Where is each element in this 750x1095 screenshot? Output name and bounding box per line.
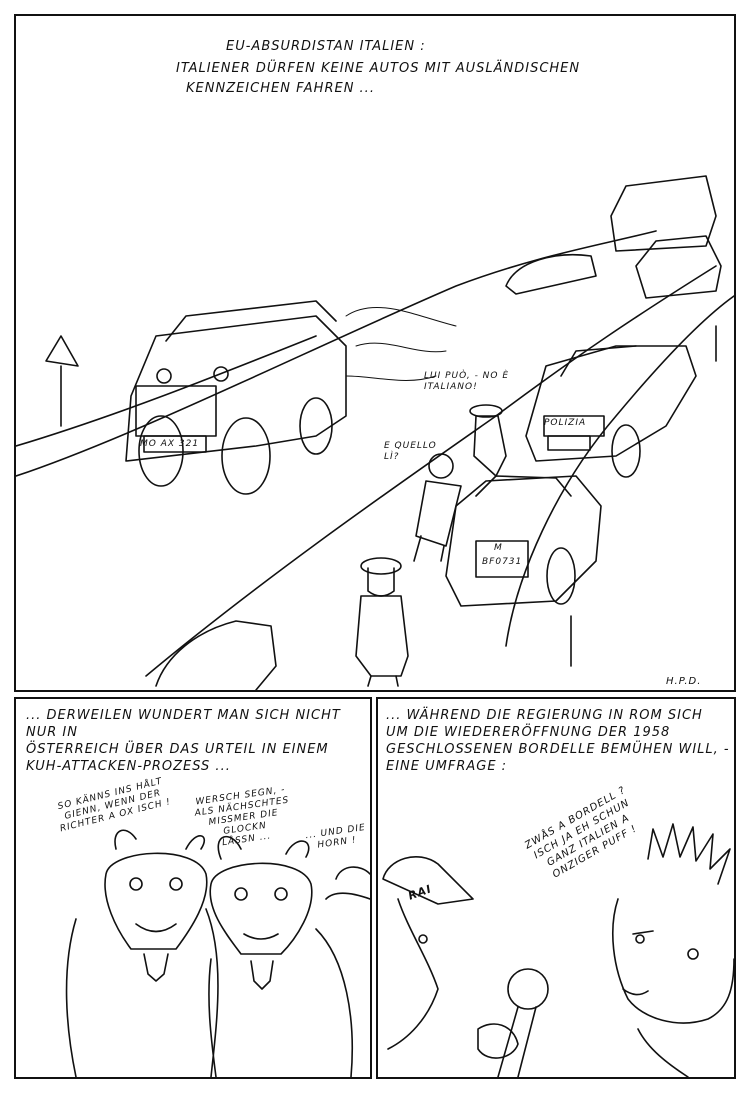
policeman-drawing xyxy=(355,557,409,687)
bottom-right-panel: ... WÄHREND DIE REGIERUNG IN ROM SICH UM… xyxy=(376,697,736,1079)
top-panel: EU-ABSURDISTAN ITALIEN : ITALIENER DÜRFE… xyxy=(14,14,736,692)
cow-1-drawing xyxy=(65,829,219,1077)
caption-br-line-3: GESCHLOSSENEN BORDELLE BEMÜHEN WILL, - xyxy=(386,742,730,757)
truck-license-plate: MO AX 321 xyxy=(140,439,200,449)
bottom-left-panel: ... DERWEILEN WUNDERT MAN SICH NICHT NUR… xyxy=(14,697,372,1079)
white-car-plate-bottom: BF0731 xyxy=(482,557,523,567)
caption-br-line-4: EINE UMFRAGE : xyxy=(386,759,508,774)
speech-e-quello: E QUELLO LÌ? xyxy=(384,441,437,463)
speech-e-quello-line-2: LÌ? xyxy=(384,452,400,462)
speech-lui-puo-line-1: LUI PUÒ, - NO È xyxy=(424,371,510,381)
cow-2-drawing xyxy=(208,835,354,1077)
interview-drawing xyxy=(382,823,734,1077)
reporter-drawing xyxy=(382,855,474,1050)
speech-lui-puo: LUI PUÒ, - NO È ITALIANO! xyxy=(424,371,509,393)
convertible-drawing xyxy=(155,620,277,690)
cow-3-drawing xyxy=(325,866,370,900)
speech-lui-puo-line-2: ITALIANO! xyxy=(424,382,478,392)
distant-car-2 xyxy=(635,235,722,299)
speech-e-quello-line-1: E QUELLO xyxy=(384,441,437,451)
distant-car-1 xyxy=(505,253,597,295)
distant-truck xyxy=(610,175,717,252)
road-right-edge xyxy=(145,265,717,677)
title-line-1: EU-ABSURDISTAN ITALIEN : xyxy=(226,39,426,54)
title-line-2: ITALIENER DÜRFEN KEINE AUTOS MIT AUSLÄND… xyxy=(176,61,581,76)
officer-near-car xyxy=(469,404,507,477)
caption-bottom-right: ... WÄHREND DIE REGIERUNG IN ROM SICH UM… xyxy=(386,707,730,775)
caption-bl-line-1: ... DERWEILEN WUNDERT MAN SICH NICHT NUR… xyxy=(26,708,341,740)
microphone-drawing xyxy=(477,968,549,1077)
highway-scene-drawing xyxy=(16,175,734,690)
road-left-edge xyxy=(16,230,657,477)
punk-drawing xyxy=(612,823,734,1077)
caption-bl-line-3: KUH-ATTACKEN-PROZESS ... xyxy=(26,759,231,774)
man-drawing xyxy=(413,453,462,562)
police-car-label: POLIZIA xyxy=(544,418,587,428)
caption-bl-line-2: ÖSTERREICH ÜBER DAS URTEIL IN EINEM xyxy=(26,742,329,757)
road-sign xyxy=(45,335,79,367)
caption-br-line-1: ... WÄHREND DIE REGIERUNG IN ROM SICH xyxy=(386,708,703,723)
caption-br-line-2: UM DIE WIEDERERÖFFNUNG DER 1958 xyxy=(386,725,671,740)
police-car-drawing xyxy=(525,345,697,478)
white-car-drawing xyxy=(445,475,602,607)
white-car-plate-top: M xyxy=(494,543,503,553)
truck-drawing xyxy=(125,300,347,495)
title-line-3: KENNZEICHEN FAHREN ... xyxy=(186,81,375,96)
cows-drawing xyxy=(65,829,370,1077)
artist-signature: H.P.D. xyxy=(666,676,702,687)
caption-bottom-left: ... DERWEILEN WUNDERT MAN SICH NICHT NUR… xyxy=(26,707,370,775)
